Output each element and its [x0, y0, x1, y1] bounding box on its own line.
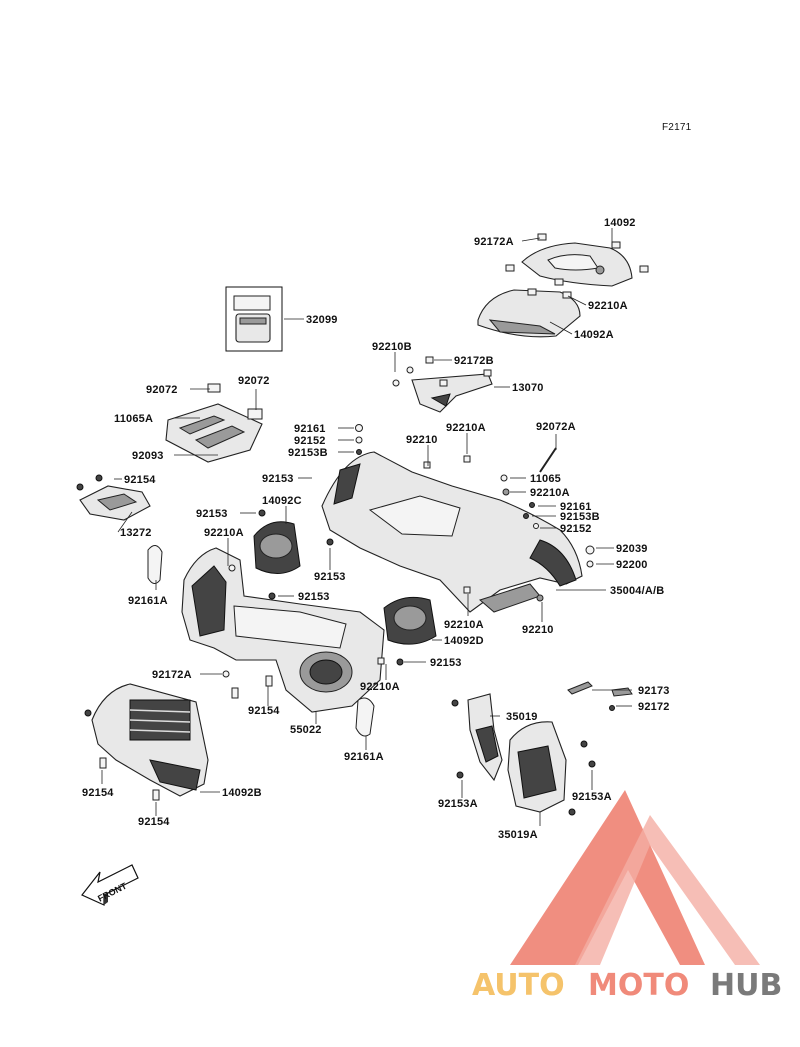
label-92161a-left: 92161A [128, 595, 168, 607]
watermark-hub: HUB [710, 968, 782, 1003]
part-14092b-grill [91, 683, 209, 797]
part-92072a-rod [539, 447, 557, 473]
part-13272-bracket [76, 474, 151, 521]
label-14092c: 14092C [262, 495, 302, 507]
part-11065a-lid [165, 383, 263, 463]
watermark-auto: AUTO [472, 968, 565, 1003]
label-13070: 13070 [512, 382, 544, 394]
label-92152-a: 92152 [294, 435, 326, 447]
label-92153-d: 92153 [298, 591, 330, 603]
figure-code: F2171 [662, 122, 692, 133]
label-92153-e: 92153 [430, 657, 462, 669]
label-55022: 55022 [290, 724, 322, 736]
label-92172b: 92172B [454, 355, 494, 367]
label-14092b: 14092B [222, 787, 262, 799]
label-92210a-b: 92210A [446, 422, 486, 434]
label-92153b-b: 92153B [560, 511, 600, 523]
front-arrow-icon: FRONT [81, 864, 139, 906]
label-14092a: 14092A [574, 329, 614, 341]
part-35019-bracket [467, 693, 503, 782]
label-92210a-d: 92210A [204, 527, 244, 539]
label-35019: 35019 [506, 711, 538, 723]
part-55022-front-frame [181, 547, 385, 713]
label-92161-a: 92161 [294, 423, 326, 435]
label-92210-a: 92210 [406, 434, 438, 446]
part-number-labels: 14092 92172A 92210A 14092A 32099 92210B … [82, 217, 670, 841]
label-92153a-right: 92153A [572, 791, 612, 803]
label-92154-c: 92154 [82, 787, 114, 799]
watermark-moto: MOTO [588, 968, 689, 1003]
label-14092: 14092 [604, 217, 636, 229]
label-32099: 32099 [306, 314, 338, 326]
label-92153-b: 92153 [196, 508, 228, 520]
label-92161a-right: 92161A [344, 751, 384, 763]
part-35019a-mudguard [507, 721, 567, 813]
watermark-logo-icon [510, 790, 760, 965]
label-92153-c: 92153 [314, 571, 346, 583]
label-92154-d: 92154 [138, 816, 170, 828]
label-92172a-top: 92172A [474, 236, 514, 248]
label-92153a-left: 92153A [438, 798, 478, 810]
label-92153-a: 92153 [262, 473, 294, 485]
part-35004-front-fender [321, 451, 583, 613]
label-92154-a: 92154 [124, 474, 156, 486]
label-92152-b: 92152 [560, 523, 592, 535]
leader-lines [101, 228, 632, 826]
label-11065: 11065 [530, 473, 561, 485]
part-13070-bracket [411, 356, 493, 413]
part-92161a-pad-right [355, 697, 375, 737]
label-92172: 92172 [638, 701, 670, 713]
label-92072-a: 92072 [146, 384, 178, 396]
part-32099-box [225, 286, 283, 352]
label-92072a: 92072A [536, 421, 576, 433]
label-35019a: 35019A [498, 829, 538, 841]
part-14092-cover [521, 242, 633, 287]
part-14092c-duct [253, 521, 301, 574]
label-92173: 92173 [638, 685, 670, 697]
label-92210a-e: 92210A [444, 619, 484, 631]
part-14092a-cover [477, 289, 581, 338]
part-92173-rod [567, 681, 633, 697]
label-92210a-f: 92210A [360, 681, 400, 693]
label-92172a-b: 92172A [152, 669, 192, 681]
label-92210b: 92210B [372, 341, 412, 353]
label-11065a: 11065A [114, 413, 153, 425]
label-92072-b: 92072 [238, 375, 270, 387]
label-92161-b: 92161 [560, 501, 592, 513]
part-14092d-duct [383, 596, 437, 645]
label-92210a-c: 92210A [530, 487, 570, 499]
label-14092d: 14092D [444, 635, 484, 647]
label-92039: 92039 [616, 543, 648, 555]
label-92093: 92093 [132, 450, 164, 462]
label-92153b-a: 92153B [288, 447, 328, 459]
label-35004: 35004/A/B [610, 585, 664, 597]
label-92210-b: 92210 [522, 624, 554, 636]
label-92210a-top: 92210A [588, 300, 628, 312]
part-92161a-pad-left [147, 545, 163, 584]
label-13272: 13272 [120, 527, 152, 539]
label-92200: 92200 [616, 559, 648, 571]
fasteners-top-right [505, 233, 649, 299]
label-92154-b: 92154 [248, 705, 280, 717]
fasteners-scattered [84, 366, 615, 816]
